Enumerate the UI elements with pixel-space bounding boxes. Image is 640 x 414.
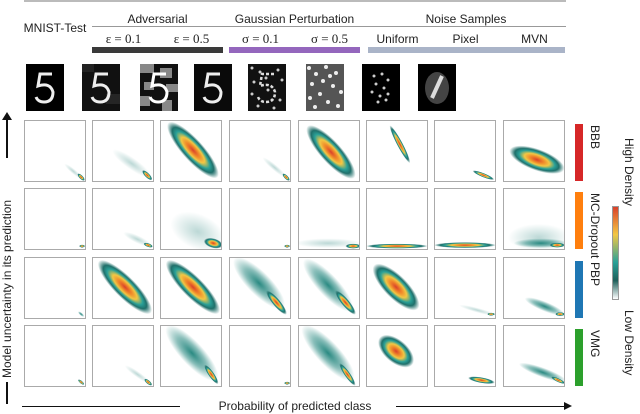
panel-pbp-sig01 <box>229 257 291 319</box>
row-label-bbb: BBB <box>588 125 602 150</box>
panel-mcd-eps05 <box>160 188 222 250</box>
header-adversarial: Adversarial <box>127 12 188 26</box>
legend-high-density: High Density <box>622 138 636 207</box>
legend-low-density: Low Density <box>622 310 636 376</box>
panel-mcd-sig05 <box>298 188 360 250</box>
panel-bbb-eps01 <box>92 120 154 182</box>
col-label-pixel: Pixel <box>452 32 479 46</box>
panel-mcd-uniform <box>366 188 428 250</box>
x-axis-line-right <box>396 406 566 407</box>
panel-bbb-eps05 <box>160 120 222 182</box>
panel-vmg-eps01 <box>92 325 154 387</box>
panel-vmg-mnist <box>24 325 86 387</box>
panel-pbp-eps05 <box>160 257 222 319</box>
row-color-bar-pbp <box>575 261 583 318</box>
panel-pbp-sig05 <box>298 257 360 319</box>
row-label-vmg: VMG <box>588 330 602 358</box>
header-gaussian: Gaussian Perturbation <box>234 12 355 26</box>
thumb-adv-0.5 <box>140 64 178 111</box>
panel-pbp-pixel <box>434 257 496 319</box>
panel-mcd-mvn <box>503 188 565 250</box>
panel-vmg-mvn <box>503 325 565 387</box>
panel-mcd-pixel <box>434 188 496 250</box>
panel-vmg-eps05 <box>160 325 222 387</box>
panel-pbp-uniform <box>366 257 428 319</box>
panel-mcd-eps01 <box>92 188 154 250</box>
panel-pbp-eps01 <box>92 257 154 319</box>
y-axis-arrowhead-icon <box>2 112 12 120</box>
panel-bbb-mnist <box>24 120 86 182</box>
thumb-gauss-0.5 <box>248 64 286 111</box>
panel-vmg-sig01 <box>229 325 291 387</box>
panel-bbb-mvn <box>503 120 565 182</box>
row-label-pbp: PBP <box>588 262 602 287</box>
thumb-pixel <box>362 64 400 111</box>
thumb-adv-0.1 <box>82 64 120 111</box>
panel-bbb-uniform <box>366 120 428 182</box>
thumb-uniform <box>306 64 344 111</box>
gaussian-color-bar <box>229 47 360 53</box>
header-noise: Noise Samples <box>425 12 507 26</box>
thumb-mvn <box>418 64 456 111</box>
col-label-uniform: Uniform <box>376 32 419 46</box>
row-color-bar-mc-dropout <box>575 192 583 249</box>
thumb-mnist <box>26 64 64 111</box>
adversarial-color-bar <box>92 47 223 53</box>
thumb-gauss-0.1 <box>194 64 232 111</box>
panel-pbp-mnist <box>24 257 86 319</box>
panel-vmg-sig05 <box>298 325 360 387</box>
panel-pbp-mvn <box>503 257 565 319</box>
row-color-bar-vmg <box>575 329 583 386</box>
y-axis-arrow-shaft <box>6 118 8 158</box>
noise-color-bar <box>368 47 565 53</box>
x-axis-label: Probability of predicted class <box>218 399 372 413</box>
y-axis-label: Model uncertainty in its prediction <box>0 199 14 378</box>
panel-vmg-uniform <box>366 325 428 387</box>
top-rule <box>24 0 566 2</box>
panel-mcd-mnist <box>24 188 86 250</box>
colorbar <box>612 206 619 300</box>
col-label-sigma-0.5: σ = 0.5 <box>310 31 349 46</box>
header-mnist-test: MNIST-Test <box>23 21 87 35</box>
col-label-mvn: MVN <box>521 32 548 46</box>
x-axis-line-left <box>22 406 180 407</box>
panel-bbb-sig01 <box>229 120 291 182</box>
col-label-eps-0.1: ε = 0.1 <box>105 31 142 46</box>
col-label-sigma-0.1: σ = 0.1 <box>241 31 280 46</box>
y-axis-tail <box>6 382 8 404</box>
row-label-mc-dropout: MC-Dropout <box>588 193 602 259</box>
panel-mcd-sig01 <box>229 188 291 250</box>
panel-bbb-pixel <box>434 120 496 182</box>
panel-vmg-pixel <box>434 325 496 387</box>
panel-bbb-sig05 <box>298 120 360 182</box>
group-divider <box>92 26 566 27</box>
col-label-eps-0.5: ε = 0.5 <box>173 31 210 46</box>
row-color-bar-bbb <box>575 124 583 181</box>
x-axis-arrowhead-icon <box>564 402 572 410</box>
